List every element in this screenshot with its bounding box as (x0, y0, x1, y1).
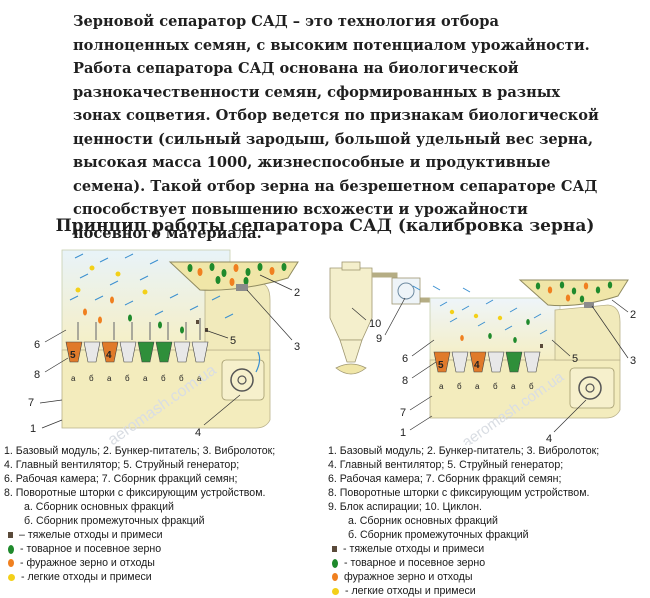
seed-grain-marker-icon (8, 544, 14, 554)
callout-7: 7 (28, 397, 34, 409)
legend-line: 4. Главный вентилятор; 5. Струйный генер… (4, 459, 240, 471)
left-separator: 5 4 а б а б а б б а aeromash.com.ua (28, 249, 300, 445)
aspiration-block (391, 277, 421, 305)
callout-2: 2 (294, 287, 300, 299)
right-separator: 5 4 а б а б а б aeromash.com.ua (329, 261, 636, 445)
legend-subline: б. Сборник промежуточных фракций (24, 515, 205, 527)
main-fan (569, 367, 615, 409)
callout-9: 9 (376, 333, 382, 345)
bin-number-4: 4 (106, 350, 112, 361)
legend-line: 6. Рабочая камера; 7. Сборник фракций се… (4, 473, 238, 485)
legend-marker-label: - тяжелые отходы и примеси (343, 543, 485, 555)
legend-line: 1. Базовый модуль; 2. Бункер-питатель; 3… (328, 445, 600, 457)
shutters (77, 318, 201, 340)
hopper-grain (187, 263, 287, 286)
seed-grain-marker-icon (332, 558, 338, 568)
bin-letter: б (457, 382, 462, 391)
callout-6: 6 (402, 353, 408, 365)
legend-marker-label: - легкие отходы и примеси (345, 585, 476, 597)
hopper-grain (535, 281, 613, 303)
bin-number-4: 4 (474, 360, 480, 371)
callout-5: 5 (572, 353, 578, 365)
legend-line: 8. Поворотные шторки с фиксирующим устро… (328, 487, 590, 499)
bin-letter: а (143, 374, 148, 383)
legend-line: 9. Блок аспирации; 10. Циклон. (328, 501, 482, 513)
right-cabinet (204, 281, 271, 351)
legend-line: 1. Базовый модуль; 2. Бункер-питатель; 3… (4, 445, 276, 457)
bin-letter: а (197, 374, 202, 383)
legend-marker-row: - легкие отходы и примеси (4, 570, 275, 584)
callout-8: 8 (402, 375, 408, 387)
bin-letter: а (511, 382, 516, 391)
legend-marker-row: - товарное и посевное зерно (328, 556, 599, 570)
bin-letter: б (161, 374, 166, 383)
intro-paragraph: Зерновой сепаратор САД – это технология … (73, 13, 599, 242)
legend-subline: а. Сборник основных фракций (24, 501, 174, 513)
airflow-arrows (412, 285, 548, 335)
bin-letter: а (107, 374, 112, 383)
diagram-title: Принцип работы сепаратора САД (калибровк… (55, 216, 595, 236)
legend-right: 1. Базовый модуль; 2. Бункер-питатель; 3… (328, 444, 599, 598)
bin-letter: б (529, 382, 534, 391)
legend-line: 4. Главный вентилятор; 5. Струйный генер… (328, 459, 564, 471)
legend-marker-row: - легкие отходы и примеси (328, 584, 599, 598)
callout-4: 4 (546, 433, 552, 445)
vibro-tray (236, 284, 248, 291)
bin-number-5: 5 (70, 350, 76, 361)
callout-3: 3 (630, 355, 636, 367)
legend-marker-row: - товарное и посевное зерно (4, 542, 275, 556)
separator-diagrams: 5 4 а б а б а б б а aeromash.com.ua (28, 249, 636, 445)
callout-6: 6 (34, 339, 40, 351)
legend-marker-row: фуражное зерно и отходы (328, 570, 599, 584)
working-chamber (429, 297, 561, 361)
callout-2: 2 (630, 309, 636, 321)
bin-letter: б (125, 374, 130, 383)
bin-letter: а (475, 382, 480, 391)
callout-5: 5 (230, 335, 236, 347)
legend-marker-row: - тяжелые отходы и примеси (328, 542, 599, 556)
vibro-tray (584, 302, 594, 308)
cyclone (329, 261, 373, 375)
bin-letter: б (89, 374, 94, 383)
heavy-waste-marker-icon (332, 546, 337, 552)
fodder-grain-marker-icon (332, 573, 338, 581)
legend-left: 1. Базовый модуль; 2. Бункер-питатель; 3… (4, 444, 275, 584)
legend-marker-label: - легкие отходы и примеси (21, 571, 152, 583)
callout-7: 7 (400, 407, 406, 419)
legend-marker-label: фуражное зерно и отходы (344, 571, 473, 583)
legend-marker-label: - товарное и посевное зерно (20, 543, 162, 555)
legend-subline: б. Сборник промежуточных фракций (348, 529, 529, 541)
legend-line: 8. Поворотные шторки с фиксирующим устро… (4, 487, 266, 499)
fodder-grain-marker-icon (8, 559, 14, 567)
callout-1: 1 (400, 427, 406, 439)
bin-number-5: 5 (438, 360, 444, 371)
bin-letter: б (493, 382, 498, 391)
main-fan (221, 351, 265, 401)
heavy-waste-marker-icon (8, 532, 13, 538)
fraction-bins (433, 351, 541, 373)
bin-letter: а (71, 374, 76, 383)
base-module (61, 349, 271, 429)
callout-10: 10 (369, 318, 381, 330)
fraction-bins (65, 341, 209, 363)
legend-marker-label: - товарное и посевное зерно (344, 557, 486, 569)
callout-8: 8 (34, 369, 40, 381)
particles (449, 309, 543, 348)
legend-marker-label: - фуражное зерно и отходы (20, 557, 155, 569)
callout-4: 4 (195, 427, 201, 439)
airflow-arrows (69, 253, 234, 319)
particles (75, 265, 208, 334)
callout-3: 3 (294, 341, 300, 353)
bin-letter: а (439, 382, 444, 391)
bin-letter: б (179, 374, 184, 383)
legend-marker-row: – тяжелые отходы и примеси (4, 528, 275, 542)
right-cabinet (554, 304, 621, 361)
legend-line: 6. Рабочая камера; 7. Сборник фракций се… (328, 473, 562, 485)
legend-subline: а. Сборник основных фракций (348, 515, 498, 527)
legend-marker-row: - фуражное зерно и отходы (4, 556, 275, 570)
legend-marker-label: – тяжелые отходы и примеси (19, 529, 163, 541)
light-waste-marker-icon (8, 573, 15, 581)
callout-1: 1 (30, 423, 36, 435)
light-waste-marker-icon (332, 587, 339, 595)
